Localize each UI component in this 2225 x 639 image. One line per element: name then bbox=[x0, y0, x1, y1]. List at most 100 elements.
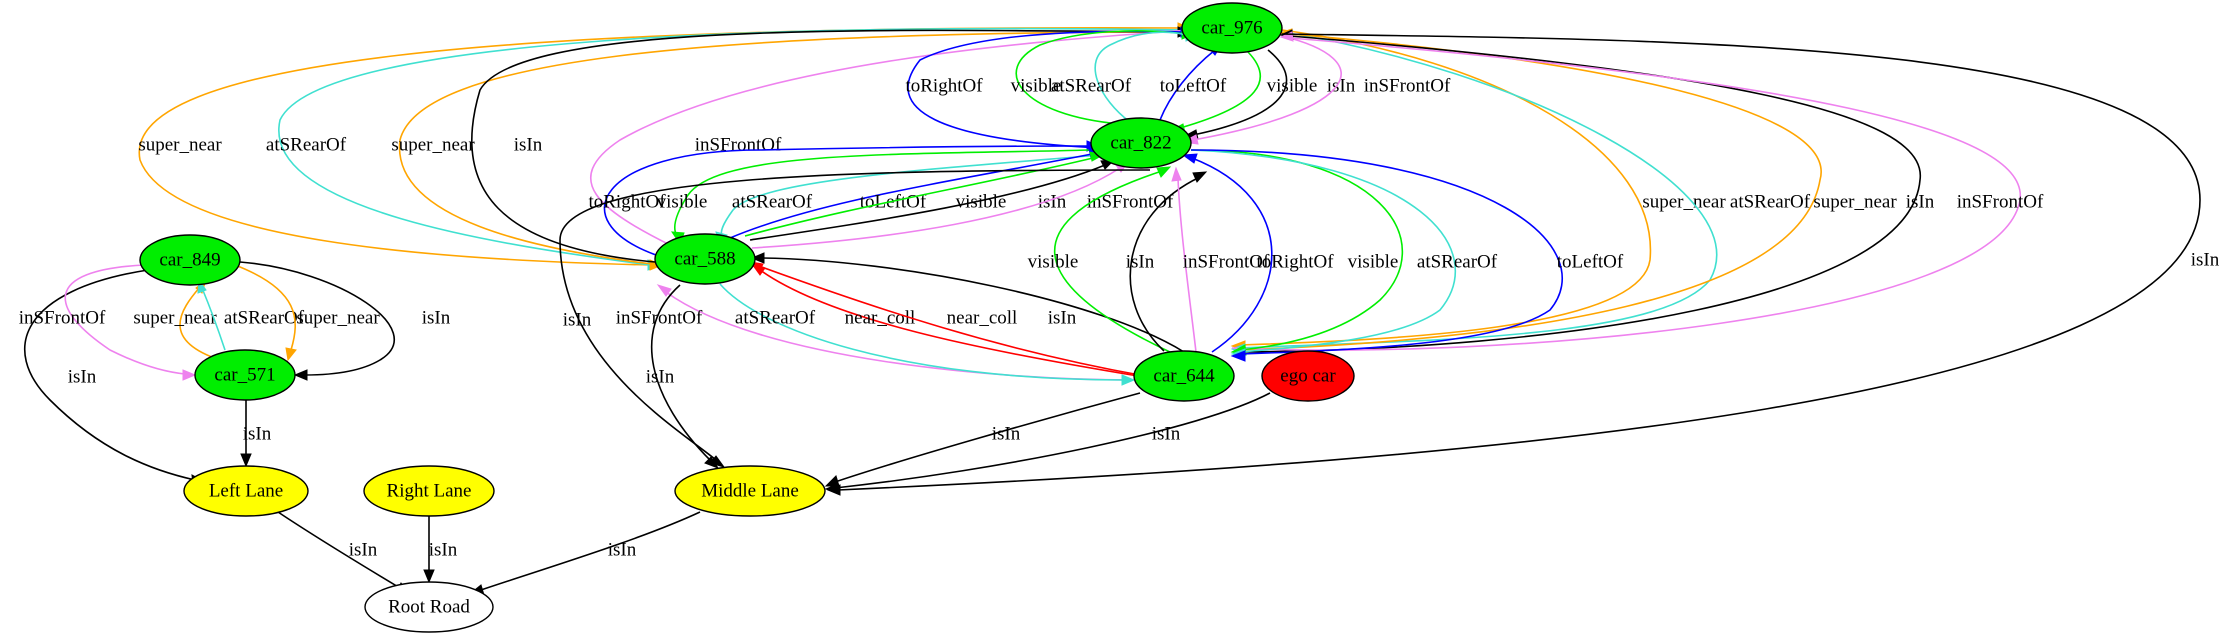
edge-car_822-to-car_644: toLeftOf bbox=[1190, 149, 1624, 362]
edge-label: super_near bbox=[133, 308, 217, 329]
edge-label: isIn bbox=[1038, 192, 1067, 213]
edge-line bbox=[1190, 149, 1457, 353]
node-ellipse bbox=[654, 233, 756, 285]
edge-car_588-to-car_822: visible bbox=[744, 151, 1105, 237]
edge-label: atSRearOf bbox=[224, 308, 305, 329]
edge-label: super_near bbox=[1642, 192, 1726, 213]
edge-arrowhead bbox=[423, 569, 435, 584]
edge-line bbox=[650, 284, 711, 461]
edge-line bbox=[559, 169, 1151, 461]
edge-label: isIn bbox=[68, 367, 97, 388]
node-label: car_588 bbox=[674, 249, 735, 270]
node-ellipse bbox=[364, 581, 494, 633]
edge-label: inSFrontOf bbox=[1364, 76, 1451, 97]
edge-label: toLeftOf bbox=[1557, 252, 1624, 273]
edge-car_644-to-middle_lane: isIn bbox=[824, 392, 1141, 487]
edge-label: near_coll bbox=[845, 308, 916, 329]
edge-line bbox=[665, 291, 1135, 381]
edge-arrowhead bbox=[1230, 350, 1246, 362]
edge-label: isIn bbox=[646, 367, 675, 388]
edge-line bbox=[1177, 177, 1197, 353]
node-ellipse bbox=[139, 234, 241, 286]
edge-line bbox=[759, 269, 1139, 377]
edge-label: inSFrontOf bbox=[1087, 192, 1174, 213]
edge-label: toRightOf bbox=[588, 192, 666, 213]
node-ellipse bbox=[1261, 350, 1355, 402]
edge-label: isIn bbox=[429, 540, 458, 561]
node-label: Middle Lane bbox=[701, 481, 799, 502]
edge-ego_car-to-middle_lane: isIn bbox=[824, 392, 1271, 495]
edge-line bbox=[138, 27, 1181, 266]
edge-line bbox=[201, 287, 226, 351]
node-car-571: car_571 bbox=[194, 349, 296, 401]
edge-line bbox=[1190, 149, 1563, 355]
edge-arrowhead bbox=[293, 369, 308, 381]
node-ellipse bbox=[194, 349, 296, 401]
nodes-layer: car_976 car_822 car_588 car_849 car_571 car_6… bbox=[139, 2, 1355, 633]
edge-label: isIn bbox=[1126, 252, 1155, 273]
edge-label: super_near bbox=[296, 308, 380, 329]
edge-line bbox=[1190, 149, 1404, 351]
edge-line bbox=[24, 269, 196, 481]
edge-car_571-to-left_lane: isIn bbox=[240, 400, 272, 468]
node-label: ego car bbox=[1280, 366, 1336, 387]
edge-line bbox=[1192, 35, 1342, 141]
edge-label: atSRearOf bbox=[1730, 192, 1811, 213]
edge-car_644-to-car_822: isIn bbox=[1126, 171, 1208, 352]
edge-arrowhead bbox=[704, 456, 720, 470]
edge-line bbox=[234, 264, 296, 351]
edge-line bbox=[1191, 157, 1273, 353]
node-ellipse bbox=[363, 465, 495, 517]
edge-arrowhead bbox=[656, 284, 672, 297]
edge-label: isIn bbox=[2191, 250, 2220, 271]
edge-label: toRightOf bbox=[905, 76, 983, 97]
edge-label: visible bbox=[1011, 76, 1062, 97]
edge-car_644-to-car_588: inSFrontOf bbox=[616, 284, 1135, 381]
node-label: car_571 bbox=[214, 365, 275, 386]
edge-car_571-to-car_849: super_near bbox=[133, 278, 221, 361]
node-label: Root Road bbox=[388, 597, 470, 618]
edge-label: isIn bbox=[349, 540, 378, 561]
edge-middle_lane-to-root_road: isIn bbox=[469, 511, 701, 596]
edge-label: visible bbox=[956, 192, 1007, 213]
edge-label: isIn bbox=[1906, 192, 1935, 213]
edge-car_644-to-car_822: toRightOf bbox=[1181, 153, 1334, 353]
node-car-849: car_849 bbox=[139, 234, 241, 286]
node-ellipse bbox=[1133, 350, 1235, 402]
edge-label: super_near bbox=[391, 135, 475, 156]
edge-arrowhead bbox=[1192, 171, 1208, 183]
edge-arrowhead bbox=[285, 347, 297, 362]
edge-line bbox=[720, 154, 1101, 237]
edge-arrowhead bbox=[824, 483, 840, 495]
edge-label: toRightOf bbox=[1256, 252, 1334, 273]
node-label: car_849 bbox=[159, 250, 220, 271]
edge-label: isIn bbox=[1152, 424, 1181, 445]
edge-arrowhead bbox=[1171, 166, 1182, 182]
edge-line bbox=[1235, 33, 1822, 351]
edge-label: atSRearOf bbox=[735, 308, 816, 329]
edge-line bbox=[907, 30, 1186, 149]
edge-line bbox=[589, 29, 1191, 246]
node-left-lane: Left Lane bbox=[183, 465, 309, 517]
edge-label: atSRearOf bbox=[266, 135, 347, 156]
edge-label: super_near bbox=[138, 135, 222, 156]
node-car-644: car_644 bbox=[1133, 350, 1235, 402]
node-ellipse bbox=[183, 465, 309, 517]
node-label: car_644 bbox=[1153, 366, 1215, 387]
edge-label: near_coll bbox=[947, 308, 1018, 329]
edge-line bbox=[1094, 31, 1191, 123]
edge-line bbox=[179, 286, 221, 361]
node-middle-lane: Middle Lane bbox=[674, 465, 826, 517]
edge-car_849-to-car_571: isIn bbox=[239, 261, 451, 381]
edge-car_644-to-car_588: near_coll bbox=[748, 261, 1146, 377]
edge-left_lane-to-root_road: isIn bbox=[277, 511, 411, 594]
edge-arrowhead bbox=[1181, 153, 1198, 164]
node-car-822: car_822 bbox=[1090, 117, 1192, 169]
node-label: car_976 bbox=[1201, 18, 1262, 39]
edge-line bbox=[1231, 37, 2021, 351]
edge-line bbox=[398, 31, 1186, 265]
edge-car_976-to-car_588: super_near bbox=[391, 31, 1186, 271]
edge-label: toLeftOf bbox=[1160, 76, 1227, 97]
edge-label: isIn bbox=[563, 310, 592, 331]
